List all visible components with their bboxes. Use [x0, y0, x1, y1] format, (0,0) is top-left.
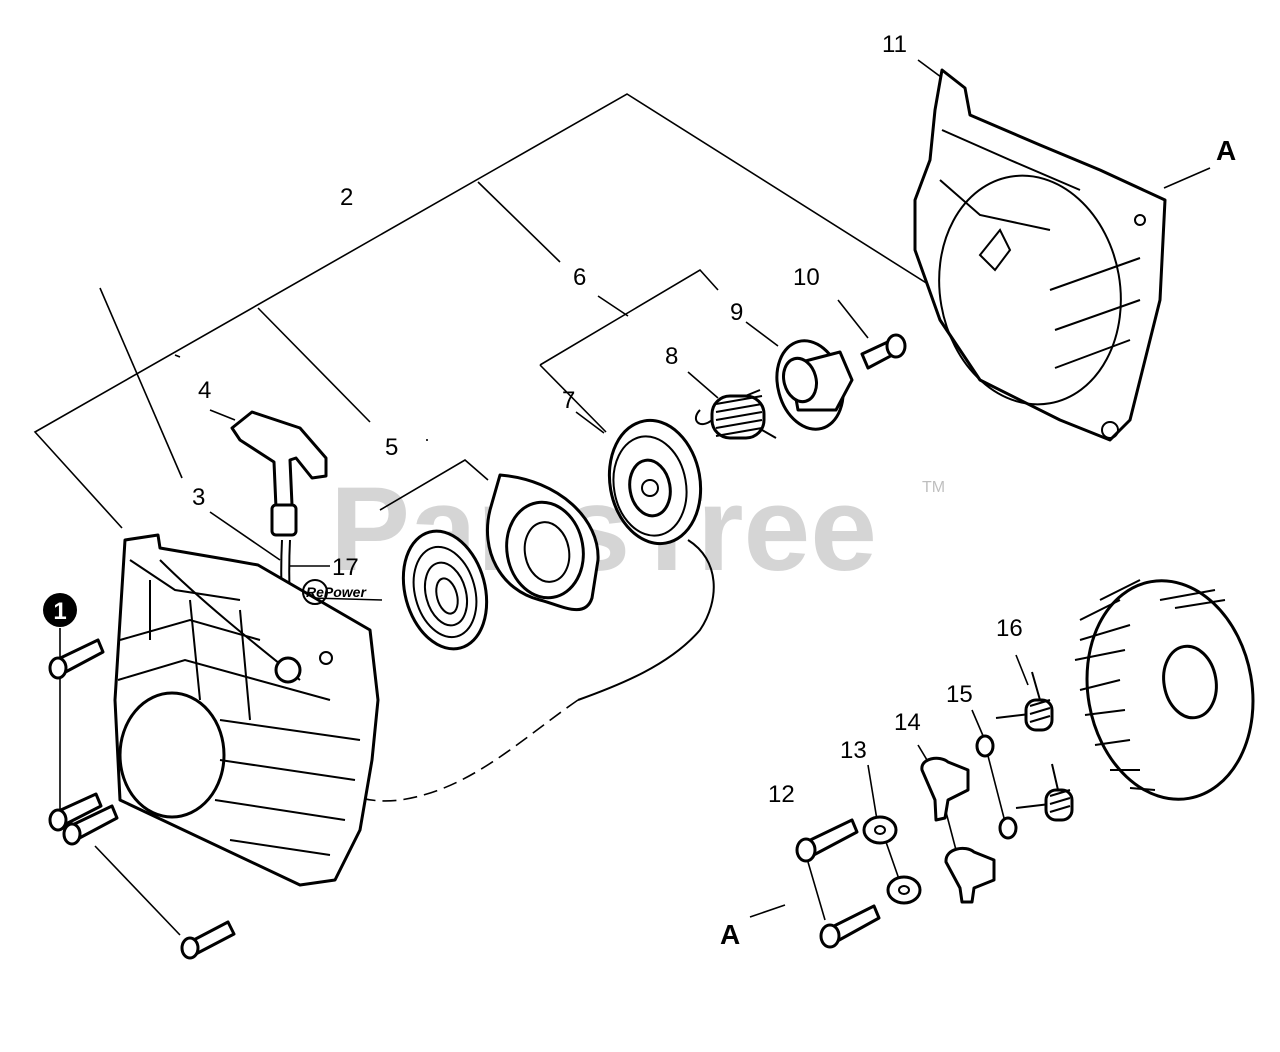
callout-14: 14 [894, 709, 921, 736]
reference-a-top: A [1216, 135, 1236, 166]
flywheel-screw-lower [819, 904, 881, 949]
callout-7: 7 [562, 387, 575, 414]
screw-upper-left [48, 638, 105, 680]
callout-6: 6 [573, 264, 586, 291]
starter-rope [577, 539, 715, 701]
callout-8: 8 [665, 343, 678, 370]
callout-11: 11 [882, 31, 907, 58]
reference-a-bottom: A [720, 919, 740, 950]
spring-case [485, 473, 600, 612]
note-marker-1: 1 [43, 593, 77, 627]
callout-10: 10 [793, 264, 820, 291]
fan-cover [913, 68, 1167, 442]
leader-lines [59, 59, 1211, 936]
callout-2: 2 [340, 184, 353, 211]
note-marker-1-text: 1 [53, 598, 66, 625]
washer-lower [886, 875, 922, 905]
screw-mid-left-1 [48, 792, 103, 832]
spacer-lower [998, 816, 1018, 840]
callout-12: 12 [768, 781, 795, 808]
spacer-upper [975, 734, 995, 758]
recoil-spring-coil [401, 529, 489, 651]
pawl-upper [920, 756, 970, 822]
callout-9: 9 [730, 299, 743, 326]
flywheel-screw-upper [795, 818, 859, 863]
pulley-screw [860, 333, 907, 370]
callout-5: 5 [385, 434, 398, 461]
repower-logo-text: RePower [306, 584, 367, 600]
flywheel [1074, 579, 1255, 801]
callout-15: 15 [946, 681, 973, 708]
watermark-trademark: TM [922, 479, 945, 496]
starter-housing [113, 533, 380, 887]
pulley-hub [775, 339, 854, 431]
callout-4: 4 [198, 377, 211, 404]
pulley-spring [694, 389, 777, 440]
callout-13: 13 [840, 737, 867, 764]
screw-mid-left-2 [62, 804, 119, 846]
pawl-spring-lower [1015, 763, 1074, 822]
starter-rope-dashed [285, 679, 579, 802]
pawl-lower [944, 846, 996, 904]
pawl-spring-upper [995, 671, 1054, 732]
callout-16: 16 [996, 615, 1023, 642]
rope-pulley [607, 418, 703, 546]
callout-3: 3 [192, 484, 205, 511]
screw-bottom-left [180, 920, 236, 960]
repower-logo: RePower [302, 579, 367, 605]
callout-17: 17 [332, 554, 359, 581]
starter-handle [230, 410, 328, 537]
assembly-bracket-lines [33, 93, 1005, 529]
washer-upper [862, 815, 898, 845]
